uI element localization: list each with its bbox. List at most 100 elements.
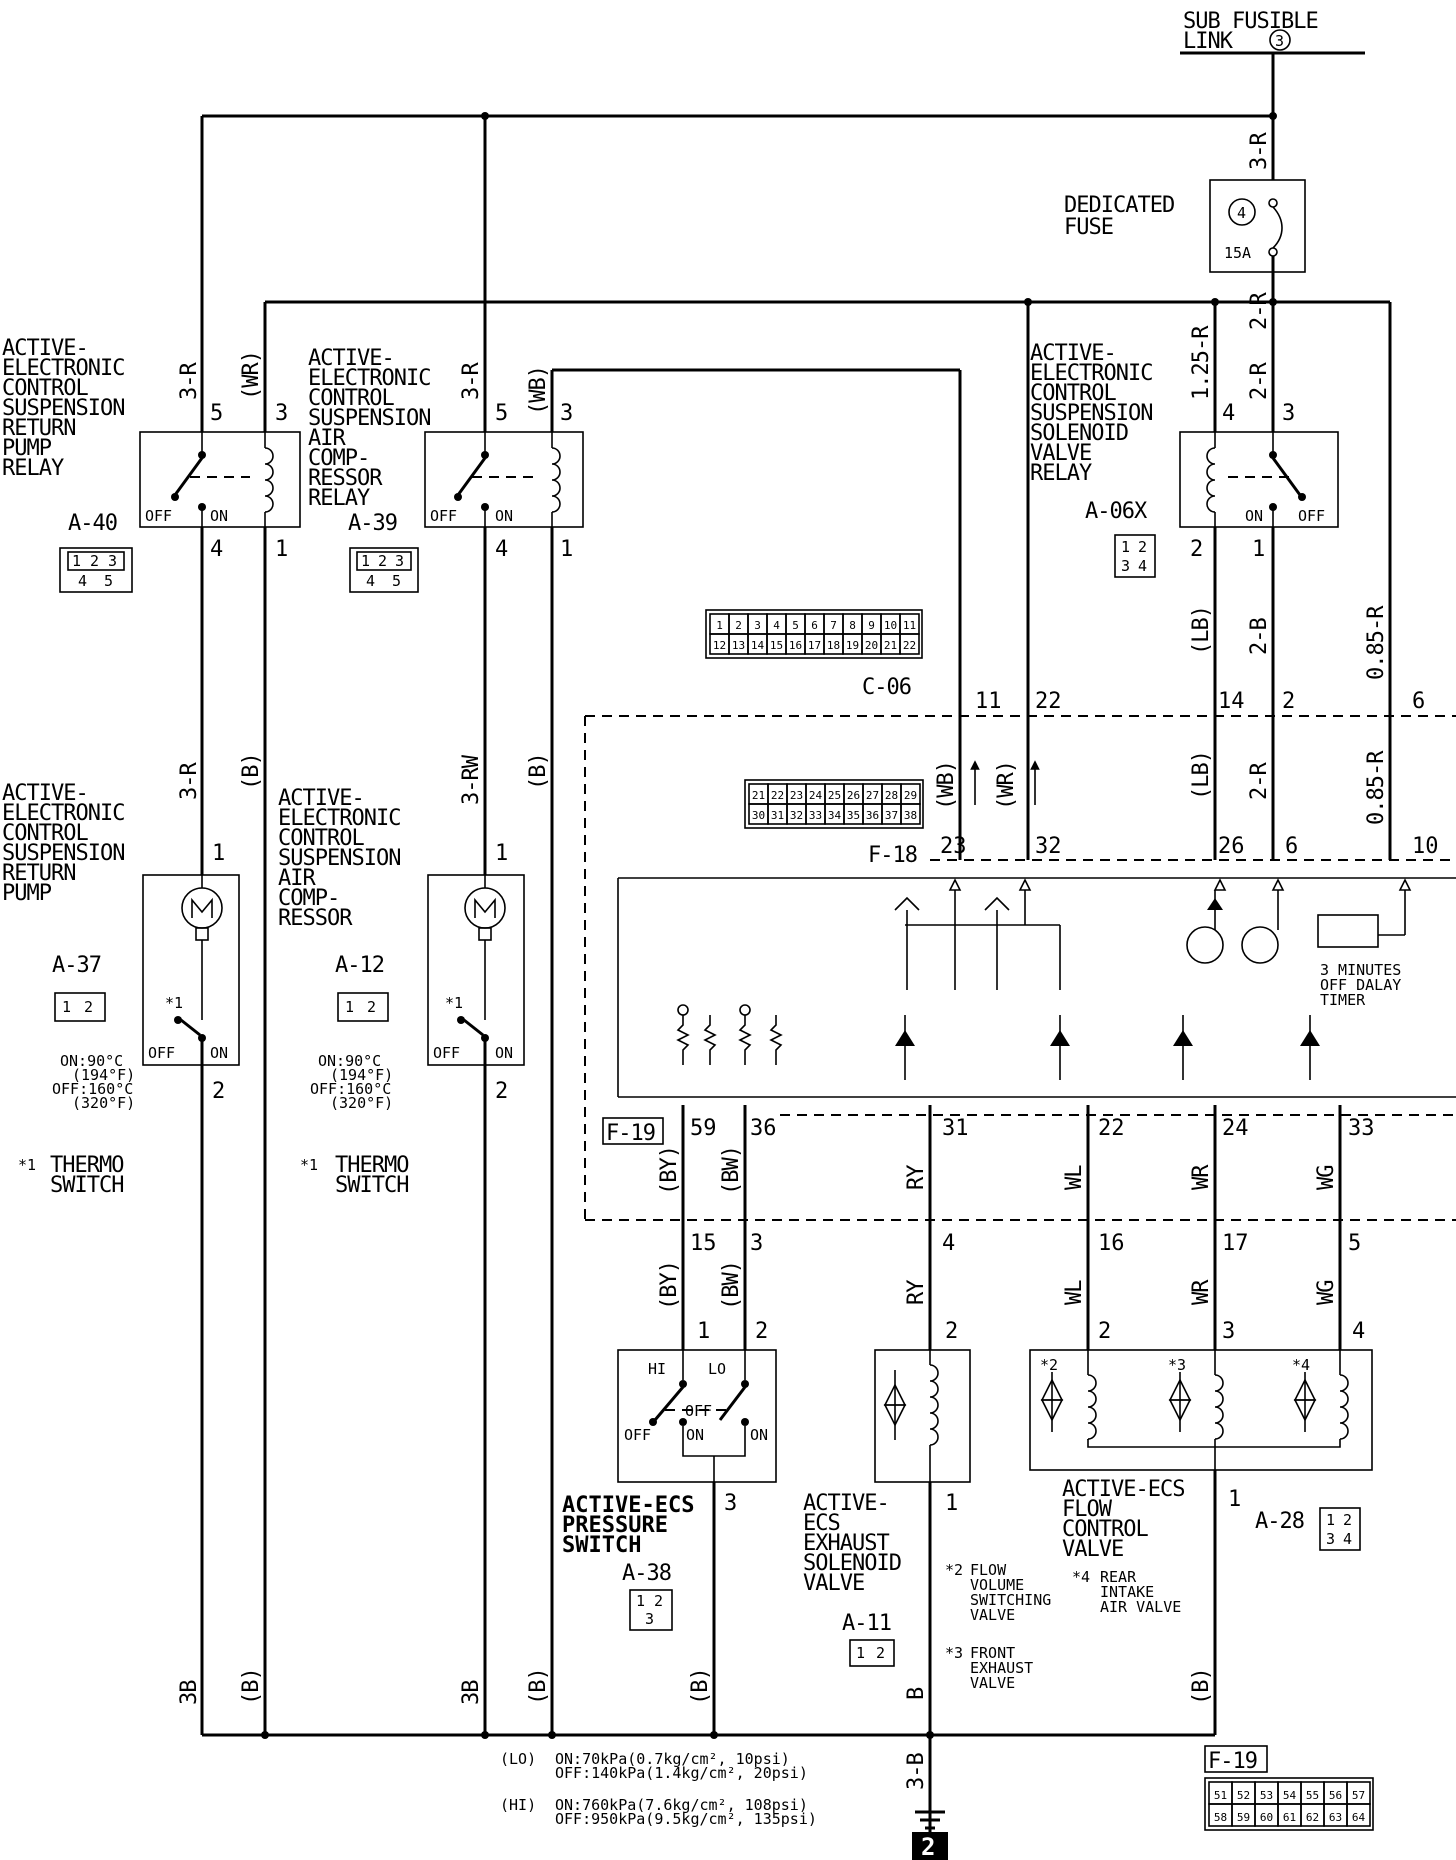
- connector-pin-number: 26: [847, 789, 860, 802]
- ecu-wire-by: (BY): [657, 1146, 682, 1195]
- flow-valve-connector-label: A-28: [1255, 1509, 1304, 1534]
- ecu-pin-24: 24: [1222, 1116, 1249, 1141]
- return-pump-name-4: SUSPENSION: [2, 841, 124, 866]
- ground-b-1: (B): [239, 1668, 264, 1705]
- connector-pin-number: 61: [1283, 1811, 1296, 1824]
- compressor-relay-pin5: 5: [495, 401, 508, 426]
- lower-pin-4: 4: [942, 1231, 955, 1256]
- exhaust-valve-connector-label: A-11: [842, 1611, 891, 1636]
- svg-text:2: 2: [654, 1592, 663, 1610]
- flow-valve-name-2: FLOW: [1062, 1497, 1113, 1522]
- compressor-relay-name-1: ACTIVE-: [308, 346, 394, 371]
- connector-pin-cell: [900, 803, 921, 825]
- f18-wire-wr: (WR): [994, 761, 1019, 810]
- compressor-relay-wire-in: 3-R: [459, 362, 484, 400]
- air-compressor-spec-3: OFF:160°C: [310, 1080, 391, 1098]
- pressure-switch-box: [617, 1349, 777, 1483]
- air-compressor-spec-2: (194°F): [330, 1066, 393, 1084]
- ecu-wire-wg: WG: [1314, 1166, 1339, 1191]
- f18-wire-wb: (WB): [934, 761, 959, 810]
- return-pump-note-mark: *1: [18, 1156, 36, 1174]
- air-compressor-note-2: SWITCH: [335, 1173, 408, 1198]
- exhaust-valve-pin2: 2: [945, 1319, 958, 1344]
- pressure-switch-lo: LO: [708, 1360, 726, 1378]
- return-pump-on: ON: [210, 1044, 228, 1062]
- compressor-relay-connector-label: A-39: [348, 511, 397, 536]
- air-compressor-spec-4: (320°F): [330, 1094, 393, 1112]
- connector-pin-number: 12: [713, 639, 726, 652]
- f18-pin-26: 26: [1218, 834, 1245, 859]
- return-pump-spec-4: (320°F): [72, 1094, 135, 1112]
- connector-pin-number: 15: [770, 639, 783, 652]
- connector-pin-number: 22: [771, 789, 784, 802]
- connector-pin-number: 10: [884, 619, 897, 632]
- main-power-wires: 3-R: [200, 53, 1277, 440]
- connector-pin-number: 17: [808, 639, 821, 652]
- compressor-relay-on: ON: [495, 507, 513, 525]
- ecu-pin-36: 36: [750, 1116, 777, 1141]
- connector-pin-number: 19: [846, 639, 859, 652]
- return-relay-box: [139, 431, 301, 528]
- note2-line-4: VALVE: [970, 1606, 1015, 1624]
- connector-pin-number: 33: [809, 809, 822, 822]
- return-pump-spec-3: OFF:160°C: [52, 1080, 133, 1098]
- exhaust-valve-wire-3b: 3-B: [904, 1753, 929, 1790]
- connector-pin-number: 62: [1306, 1811, 1319, 1824]
- connector-pin-number: 7: [830, 619, 837, 632]
- c06-pin-6: 6: [1412, 689, 1425, 714]
- solenoid-valve-relay: ACTIVE- ELECTRONIC CONTROL SUSPENSION SO…: [1030, 341, 1389, 860]
- svg-text:4: 4: [1343, 1530, 1352, 1548]
- solenoid-relay-pin3: 3: [1282, 401, 1295, 426]
- compressor-relay-pin3: 3: [560, 401, 573, 426]
- air-compressor-name-1: ACTIVE-: [278, 786, 364, 811]
- sub-fusible-link: SUB FUSIBLE LINK 3: [1180, 9, 1365, 55]
- svg-text:2: 2: [84, 998, 93, 1016]
- return-relay-connector-label: A-40: [68, 511, 117, 536]
- connector-pin-number: 14: [751, 639, 765, 652]
- flow-control-valve: 2 3 4 *2 *3 *4 1 ACTIVE-ECS FLOW CONTROL…: [945, 1319, 1373, 1735]
- compressor-relay-pin1: 1: [560, 537, 573, 562]
- note3-line-2: EXHAUST: [970, 1659, 1033, 1677]
- svg-text:1: 1: [62, 998, 71, 1016]
- ecu-pin-33: 33: [1348, 1116, 1375, 1141]
- dedicated-fuse-label-1: DEDICATED: [1064, 193, 1174, 218]
- lower-pin-3: 3: [750, 1231, 763, 1256]
- note4-line-3: AIR VALVE: [1100, 1598, 1181, 1616]
- return-pump-name-3: CONTROL: [2, 821, 88, 846]
- ecu-wire-wl: WL: [1062, 1165, 1087, 1190]
- f18-pin-10: 10: [1412, 834, 1439, 859]
- pressure-switch: 1 2 HI LO OFF OFF ON ON 3 ACTIVE-ECS PRE…: [500, 1319, 817, 1828]
- return-relay-off: OFF: [145, 507, 172, 525]
- return-pump-note-1: THERMO: [50, 1153, 123, 1178]
- return-relay-name-7: RELAY: [2, 456, 64, 481]
- return-relay-wire-coil: (WR): [239, 351, 264, 400]
- ecu-pin-22: 22: [1098, 1116, 1125, 1141]
- f18-wire-085r: 0.85-R: [1364, 750, 1389, 825]
- connector-pin-number: 16: [789, 639, 802, 652]
- solenoid-relay-name-7: RELAY: [1030, 461, 1092, 486]
- sub-fusible-link-label-1: SUB FUSIBLE: [1183, 9, 1318, 34]
- ecu-wire-wr: WR: [1189, 1164, 1214, 1190]
- return-pump-spec-1: ON:90°C: [60, 1052, 123, 1070]
- air-compressor-name-5: AIR: [278, 866, 316, 891]
- pressure-switch-pin1: 1: [697, 1319, 710, 1344]
- connector-pin-number: 38: [904, 809, 917, 822]
- air-compressor-box: [427, 874, 525, 1066]
- note3-mark: *3: [945, 1644, 963, 1662]
- svg-text:3: 3: [1326, 1530, 1335, 1548]
- wire-label-2r-b: 2-R: [1247, 362, 1272, 400]
- air-compressor-pin1: 1: [495, 841, 508, 866]
- return-pump-name-5: RETURN: [2, 861, 75, 886]
- pressure-spec-hi-tag: (HI): [500, 1796, 536, 1814]
- pressure-switch-pin2: 2: [755, 1319, 768, 1344]
- pressure-switch-name-3: SWITCH: [562, 1533, 641, 1558]
- ecu-wire-bw: (BW): [719, 1146, 744, 1195]
- f18-wire-2r: 2-R: [1247, 762, 1272, 800]
- connector-pin-number: 31: [771, 809, 784, 822]
- pressure-spec-hi-2: OFF:950kPa(9.5kg/cm², 135psi): [555, 1810, 817, 1828]
